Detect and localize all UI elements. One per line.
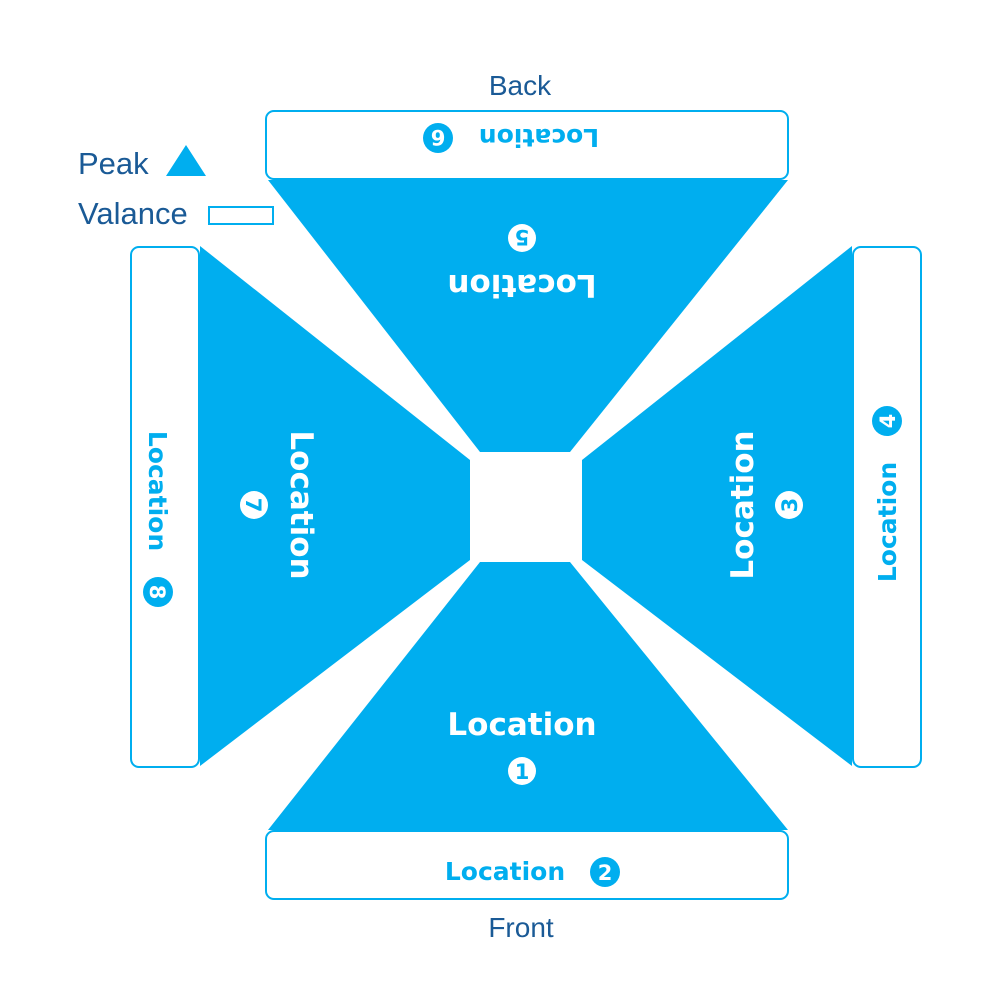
peak-right	[582, 246, 852, 766]
location-2-badge	[590, 857, 620, 887]
location-7-text: Location	[283, 430, 319, 579]
location-8-badge	[143, 577, 173, 607]
legend-peak-swatch	[166, 145, 206, 176]
location-3-badge	[775, 491, 803, 519]
location-6-badge	[423, 123, 453, 153]
valance-right	[852, 246, 922, 768]
legend-valance-swatch	[208, 206, 274, 225]
valance-front	[265, 830, 789, 900]
location-2-text: Location	[445, 857, 565, 886]
location-5-label: Location 5	[447, 224, 597, 303]
location-4-label: Location 4	[872, 406, 902, 582]
location-2-number: 2	[598, 861, 613, 885]
front-label: Front	[488, 912, 554, 943]
location-6-text: Location	[479, 123, 599, 152]
location-1-number: 1	[515, 760, 530, 784]
location-6-label: Location 6	[423, 123, 599, 153]
location-1-label: Location 1	[447, 707, 597, 785]
location-4-number: 4	[876, 414, 900, 429]
location-8-text: Location	[143, 431, 172, 551]
legend-peak-label: Peak	[78, 146, 149, 181]
location-3-number: 3	[778, 498, 802, 513]
location-7-number: 7	[241, 498, 265, 513]
location-5-badge	[508, 224, 536, 252]
valance-left	[130, 246, 200, 768]
location-1-text: Location	[447, 707, 596, 743]
location-3-label: Location 3	[725, 430, 803, 580]
location-4-badge	[872, 406, 902, 436]
location-6-number: 6	[431, 125, 446, 149]
peak-front	[268, 562, 788, 830]
location-1-badge	[508, 757, 536, 785]
peak-left	[200, 246, 470, 766]
back-label: Back	[489, 70, 552, 101]
location-5-text: Location	[447, 267, 596, 303]
location-7-label: Location 7	[240, 430, 319, 580]
location-3-text: Location	[725, 430, 761, 579]
valance-back	[265, 110, 789, 180]
location-8-label: Location 8	[143, 431, 173, 607]
location-4-text: Location	[873, 462, 902, 582]
location-7-badge	[240, 491, 268, 519]
peak-back	[268, 180, 788, 452]
location-5-number: 5	[515, 225, 530, 249]
location-8-number: 8	[145, 585, 169, 600]
location-2-label: Location 2	[445, 857, 620, 887]
legend-valance-label: Valance	[78, 196, 188, 231]
